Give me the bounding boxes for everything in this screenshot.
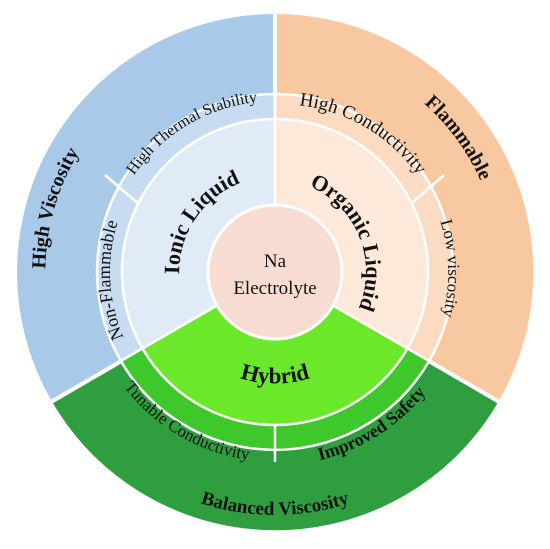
svg-text:Hybrid: Hybrid [238,359,311,389]
center-label-line1: Na [264,251,287,272]
hybrid-title: Hybrid [238,359,311,389]
center-label-line2: Electrolyte [233,278,316,299]
center-circle [206,203,344,341]
hybrid-inner-segment [140,270,410,427]
